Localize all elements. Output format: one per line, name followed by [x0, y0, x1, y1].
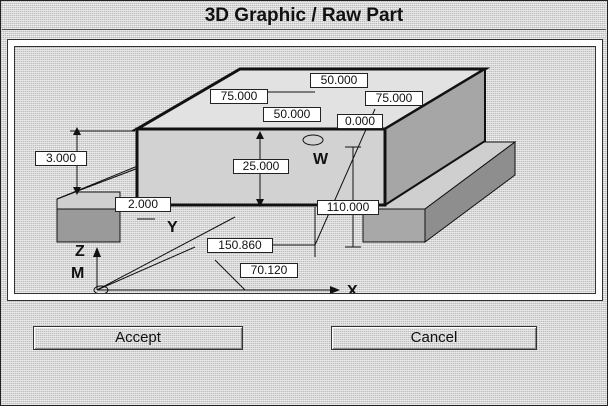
axis-label-z: Z	[75, 243, 85, 260]
axis-label-x: X	[347, 283, 358, 294]
dialog-title: 3D Graphic / Raw Part	[2, 2, 606, 30]
dim-offset-top[interactable]: 0.000	[337, 114, 383, 129]
left-rail-top	[56, 191, 121, 210]
axis-label-y: Y	[167, 219, 178, 236]
graphic-frame: Y Z M X W 50.000 75.000 75.000 50.000 0.…	[7, 39, 603, 301]
axis-label-w: W	[313, 151, 329, 168]
dim-top-depth-left[interactable]: 75.000	[210, 89, 268, 104]
dim-side-offset[interactable]: 2.000	[115, 197, 171, 212]
cancel-button[interactable]: Cancel	[331, 326, 537, 350]
dim-side-length[interactable]: 110.000	[317, 200, 379, 215]
arrowheads	[73, 127, 340, 293]
raw-part-dialog: 3D Graphic / Raw Part	[0, 0, 608, 406]
axis-label-m: M	[71, 265, 85, 282]
dim-top-width[interactable]: 50.000	[310, 73, 368, 88]
workpiece-origin-icon	[302, 134, 324, 146]
dim-left-height[interactable]: 3.000	[35, 151, 87, 166]
right-rail-front	[362, 208, 426, 243]
raw-part-drawing	[56, 67, 517, 293]
left-rail-front	[56, 208, 121, 243]
dim-front-width[interactable]: 50.000	[263, 107, 321, 122]
raw-part-graphic: Y Z M X W 50.000 75.000 75.000 50.000 0.…	[14, 46, 596, 294]
dim-origin-x[interactable]: 70.120	[240, 263, 298, 278]
dim-origin-y[interactable]: 150.860	[207, 238, 273, 253]
dim-top-depth-right[interactable]: 75.000	[365, 91, 423, 106]
dim-height[interactable]: 25.000	[233, 159, 289, 174]
machine-origin-icon	[93, 285, 109, 293]
accept-button[interactable]: Accept	[33, 326, 243, 350]
